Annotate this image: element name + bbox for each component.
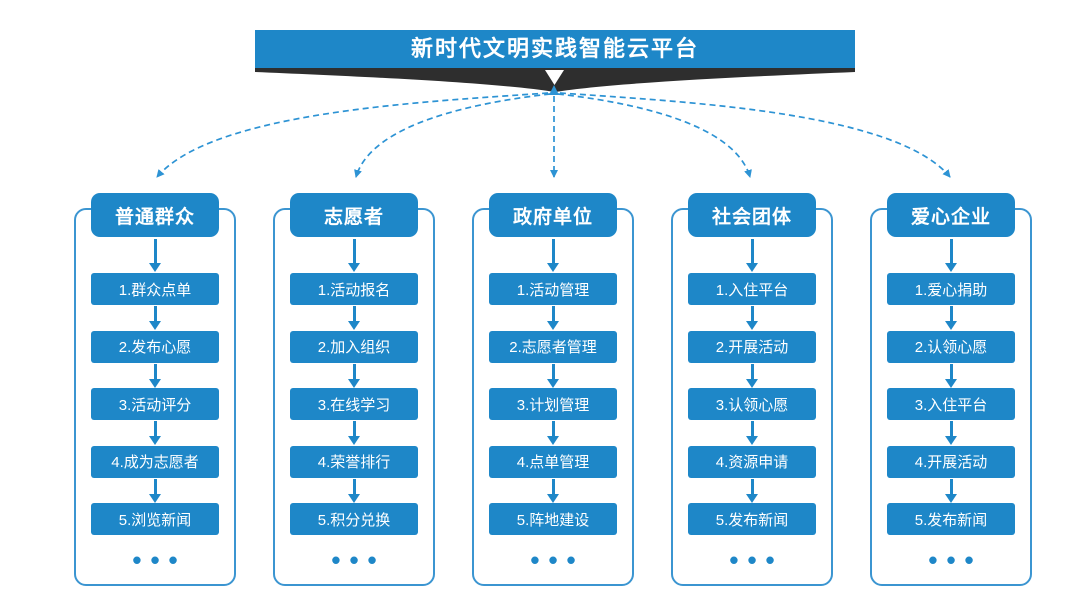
flow-step: 2.开展活动 [688, 330, 816, 363]
down-arrow-icon [547, 306, 559, 330]
column-header: 普通群众 [91, 193, 219, 237]
down-arrow-icon [746, 239, 758, 272]
dashed-connector-2 [354, 93, 551, 178]
flow-step: 3.活动评分 [91, 388, 219, 420]
flow-step: 1.群众点单 [91, 273, 219, 305]
down-arrow-icon [945, 363, 957, 388]
flow-step: 5.浏览新闻 [91, 503, 219, 535]
down-arrow-icon [149, 239, 161, 272]
down-arrow-icon [547, 421, 559, 445]
down-arrow-icon [945, 306, 957, 330]
flow-step: 4.成为志愿者 [91, 445, 219, 478]
down-arrow-icon [547, 478, 559, 503]
flow-step: 4.资源申请 [688, 445, 816, 478]
flow-step: 1.活动管理 [489, 273, 617, 305]
down-arrow-icon [149, 363, 161, 388]
flow-step: 2.认领心愿 [887, 330, 1015, 363]
column-general-public: 普通群众 1.群众点单 2.发布心愿 3.活动评分 4.成为志愿者 5.浏览新闻… [74, 193, 236, 586]
hub-point-icon [549, 85, 559, 95]
column-header: 爱心企业 [887, 193, 1015, 237]
down-arrow-icon [746, 363, 758, 388]
down-arrow-icon [547, 363, 559, 388]
dashed-connector-4 [557, 93, 752, 178]
column-social-groups: 社会团体 1.入住平台 2.开展活动 3.认领心愿 4.资源申请 5.发布新闻 … [671, 193, 833, 586]
column-header: 社会团体 [688, 193, 816, 237]
down-arrow-icon [348, 421, 360, 445]
down-arrow-icon [348, 478, 360, 503]
flow-step: 3.认领心愿 [688, 388, 816, 420]
flow-step: 5.阵地建设 [489, 503, 617, 535]
down-arrow-icon [746, 478, 758, 503]
flow-step: 5.积分兑换 [290, 503, 418, 535]
flow-step: 5.发布新闻 [688, 503, 816, 535]
down-arrow-icon [547, 239, 559, 272]
dashed-connectors [156, 92, 951, 178]
column-volunteers: 志愿者 1.活动报名 2.加入组织 3.在线学习 4.荣誉排行 5.积分兑换 •… [273, 193, 435, 586]
down-arrow-icon [149, 306, 161, 330]
banner-down-arrow-icon [545, 70, 564, 85]
more-ellipsis: ••• [928, 545, 983, 575]
down-arrow-icon [945, 239, 957, 272]
column-header: 政府单位 [489, 193, 617, 237]
down-arrow-icon [348, 363, 360, 388]
dashed-connector-5 [559, 92, 951, 178]
flow-step: 1.爱心捐助 [887, 273, 1015, 305]
platform-title: 新时代文明实践智能云平台 [255, 30, 855, 68]
more-ellipsis: ••• [132, 545, 187, 575]
down-arrow-icon [348, 239, 360, 272]
flow-step: 3.在线学习 [290, 388, 418, 420]
more-ellipsis: ••• [530, 545, 585, 575]
flow-step: 2.加入组织 [290, 330, 418, 363]
more-ellipsis: ••• [331, 545, 386, 575]
down-arrow-icon [149, 421, 161, 445]
down-arrow-icon [746, 306, 758, 330]
down-arrow-icon [149, 478, 161, 503]
flow-step: 2.志愿者管理 [489, 330, 617, 363]
column-government: 政府单位 1.活动管理 2.志愿者管理 3.计划管理 4.点单管理 5.阵地建设… [472, 193, 634, 586]
flow-step: 4.点单管理 [489, 445, 617, 478]
flow-step: 5.发布新闻 [887, 503, 1015, 535]
flow-step: 4.开展活动 [887, 445, 1015, 478]
down-arrow-icon [945, 421, 957, 445]
dashed-connector-1 [156, 92, 549, 178]
flow-step: 4.荣誉排行 [290, 445, 418, 478]
down-arrow-icon [746, 421, 758, 445]
flow-step: 2.发布心愿 [91, 330, 219, 363]
down-arrow-icon [348, 306, 360, 330]
down-arrow-icon [945, 478, 957, 503]
banner-ribbon [255, 67, 855, 92]
more-ellipsis: ••• [729, 545, 784, 575]
column-enterprises: 爱心企业 1.爱心捐助 2.认领心愿 3.入住平台 4.开展活动 5.发布新闻 … [870, 193, 1032, 586]
flow-step: 1.活动报名 [290, 273, 418, 305]
flow-step: 3.入住平台 [887, 388, 1015, 420]
column-header: 志愿者 [290, 193, 418, 237]
flow-step: 3.计划管理 [489, 388, 617, 420]
flow-step: 1.入住平台 [688, 273, 816, 305]
